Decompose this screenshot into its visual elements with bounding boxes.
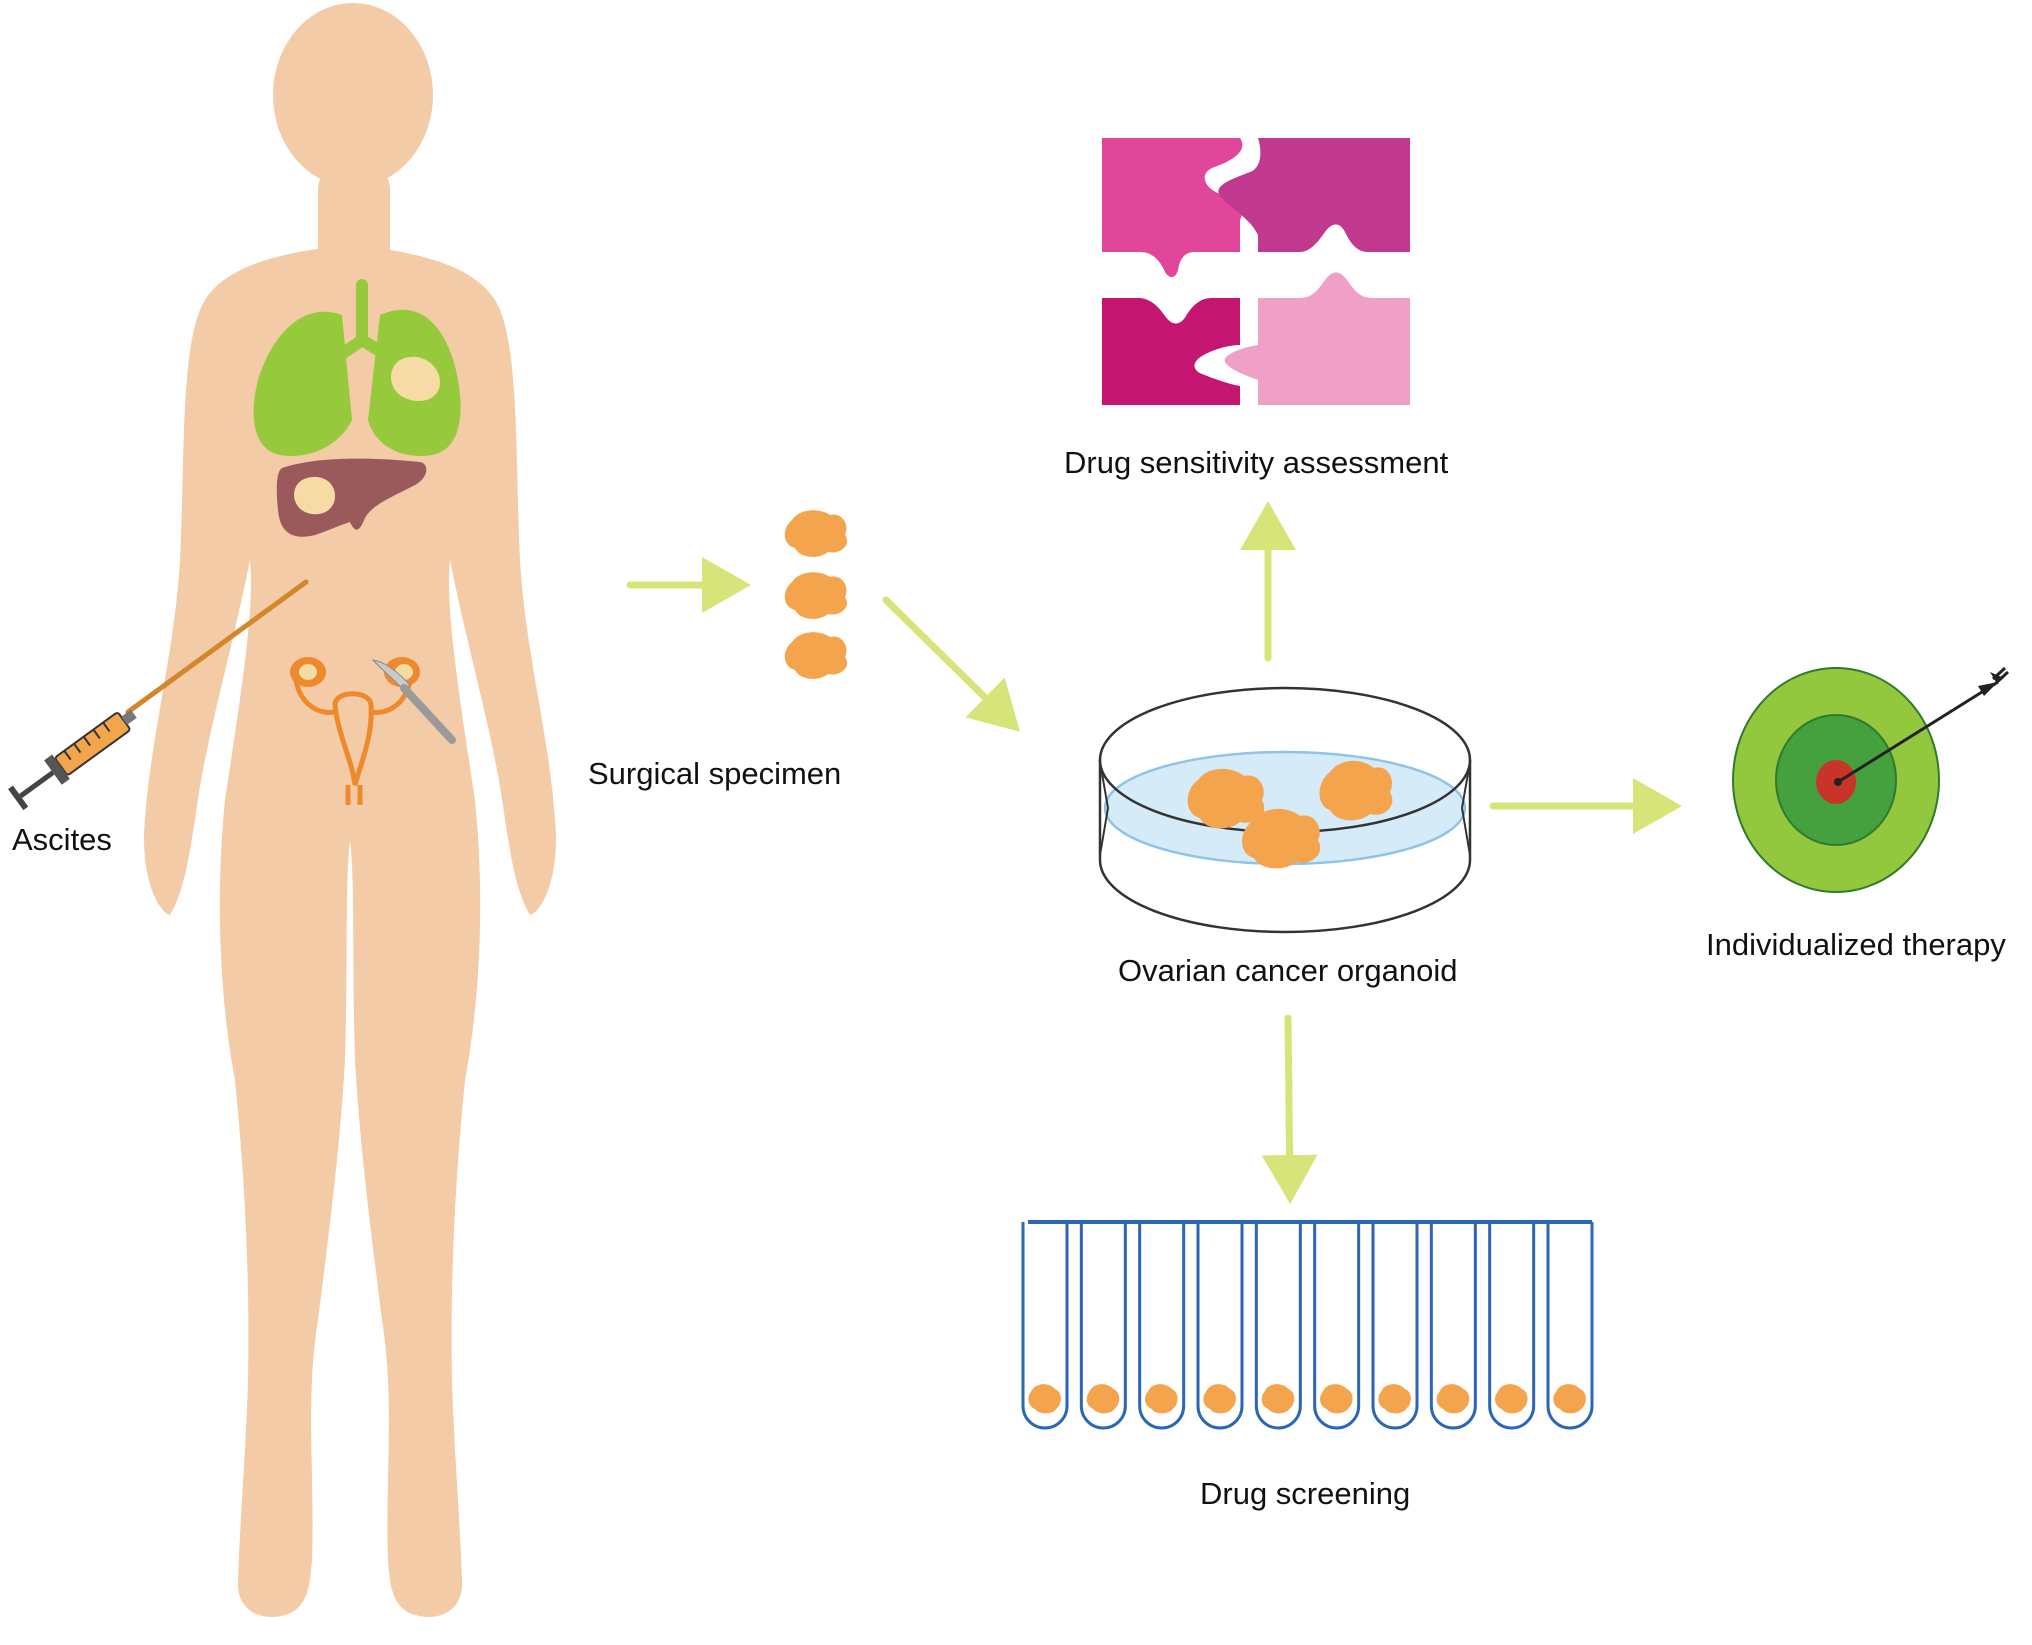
tube-organoid: [1378, 1384, 1411, 1414]
organoid-cluster: [1187, 760, 1393, 869]
test-tube: [1254, 1222, 1302, 1430]
lung-tumor: [390, 356, 440, 402]
tube-organoid: [1553, 1384, 1586, 1414]
specimen-blobs: [784, 510, 848, 679]
test-tube: [1021, 1222, 1069, 1430]
specimen-blob: [784, 572, 848, 619]
tube-organoid: [1261, 1384, 1295, 1414]
lungs-icon: [253, 279, 461, 456]
label-ovarian-cancer-organoid: Ovarian cancer organoid: [1118, 953, 1458, 988]
syringe-icon: [8, 579, 309, 811]
test-tube: [1079, 1222, 1127, 1430]
test-tube: [1371, 1222, 1419, 1430]
petri-dish-icon: [1098, 686, 1472, 934]
label-drug-sensitivity-assessment: Drug sensitivity assessment: [1064, 445, 1449, 480]
tube-organoid: [1145, 1384, 1178, 1414]
specimen-blob: [784, 510, 848, 557]
arrow-specimen-to-dish: [882, 596, 1020, 732]
liver-icon: [276, 458, 427, 537]
arrow-dish-to-screening: [1261, 1014, 1318, 1204]
puzzle-icon: [1102, 138, 1410, 405]
human-body-figure: [8, 3, 556, 1617]
tube-organoid: [1086, 1384, 1120, 1414]
test-tube: [1313, 1222, 1361, 1430]
label-surgical-specimen: Surgical specimen: [588, 756, 842, 791]
test-tube: [1138, 1222, 1186, 1430]
test-tube: [1488, 1222, 1536, 1430]
tube-organoid: [1320, 1384, 1353, 1414]
liver-tumor: [294, 476, 335, 515]
tube-organoid: [1495, 1384, 1528, 1414]
test-tube: [1546, 1222, 1594, 1430]
arrows: [626, 501, 1682, 1204]
target-icon: [1732, 666, 2010, 893]
label-drug-screening: Drug screening: [1200, 1476, 1411, 1511]
tube-organoid: [1203, 1384, 1236, 1414]
test-tube: [1429, 1222, 1477, 1430]
test-tube-rack: [1021, 1220, 1594, 1430]
label-ascites: Ascites: [12, 822, 112, 857]
tube-organoid: [1436, 1384, 1470, 1414]
specimen-blob: [784, 632, 848, 679]
test-tube: [1196, 1222, 1244, 1430]
scalpel-icon: [371, 659, 456, 744]
label-individualized-therapy: Individualized therapy: [1706, 927, 2006, 962]
tube-organoid: [1028, 1384, 1061, 1414]
